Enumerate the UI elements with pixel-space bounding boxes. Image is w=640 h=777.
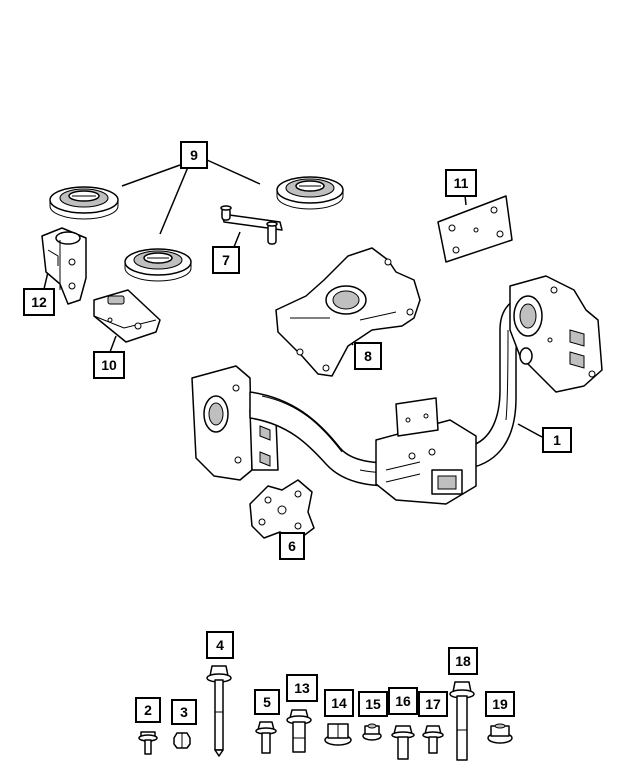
svg-text:15: 15: [365, 696, 381, 712]
svg-text:13: 13: [294, 680, 310, 696]
grommet-part: [124, 248, 192, 282]
reinforcement-plate-part: [249, 479, 315, 541]
callout-7: 7: [212, 246, 240, 274]
svg-text:3: 3: [180, 704, 188, 720]
svg-text:10: 10: [101, 357, 117, 373]
svg-text:9: 9: [190, 147, 198, 163]
svg-text:12: 12: [31, 294, 47, 310]
callout-15: 15: [358, 691, 388, 717]
svg-text:1: 1: [553, 432, 561, 448]
bolt-17-part: [422, 725, 444, 754]
svg-text:6: 6: [288, 538, 296, 554]
callout-18: 18: [448, 647, 478, 675]
long-bolt-18-part: [449, 681, 475, 761]
leader-lines: [43, 159, 543, 531]
heat-shield-part: [275, 247, 421, 377]
grommet-part: [49, 186, 119, 220]
callout-5: 5: [254, 689, 280, 715]
callout-11: 11: [445, 169, 477, 197]
callout-13: 13: [286, 674, 318, 702]
svg-text:18: 18: [455, 653, 471, 669]
mounting-plate-part: [437, 195, 513, 263]
callout-12: 12: [23, 288, 55, 316]
callout-14: 14: [324, 689, 354, 717]
callout-10: 10: [93, 351, 125, 379]
callout-8: 8: [354, 342, 382, 370]
bolt-5-part: [255, 721, 277, 754]
svg-text:19: 19: [492, 696, 508, 712]
callout-9: 9: [180, 141, 208, 169]
nut-3-part: [173, 732, 191, 749]
svg-text:4: 4: [216, 637, 224, 653]
hanger-bracket-part: [41, 227, 87, 305]
grommet-part: [276, 176, 344, 210]
bolt-2-part: [138, 731, 158, 755]
callout-16: 16: [388, 687, 418, 715]
svg-text:5: 5: [263, 694, 271, 710]
callout-19: 19: [485, 691, 515, 717]
svg-text:16: 16: [395, 693, 411, 709]
nut-15-part: [362, 723, 382, 741]
callout-17: 17: [418, 691, 448, 717]
flange-nut-19-part: [487, 723, 513, 744]
bolt-13-part: [286, 709, 312, 753]
hitch-receiver-part: [191, 275, 603, 505]
support-bracket-part: [93, 289, 161, 343]
callout-1: 1: [542, 427, 572, 453]
callout-3: 3: [171, 699, 197, 725]
bolt-16-part: [391, 725, 415, 760]
callout-2: 2: [135, 697, 161, 723]
svg-text:11: 11: [454, 175, 469, 191]
flange-nut-14-part: [324, 723, 352, 746]
callout-6: 6: [279, 532, 305, 560]
svg-text:8: 8: [364, 348, 372, 364]
svg-text:7: 7: [222, 252, 230, 268]
svg-text:17: 17: [425, 696, 441, 712]
callout-4: 4: [206, 631, 234, 659]
svg-text:2: 2: [144, 702, 152, 718]
svg-text:14: 14: [331, 695, 347, 711]
long-bolt-4-part: [206, 665, 232, 757]
link-bracket-part: [220, 205, 283, 245]
